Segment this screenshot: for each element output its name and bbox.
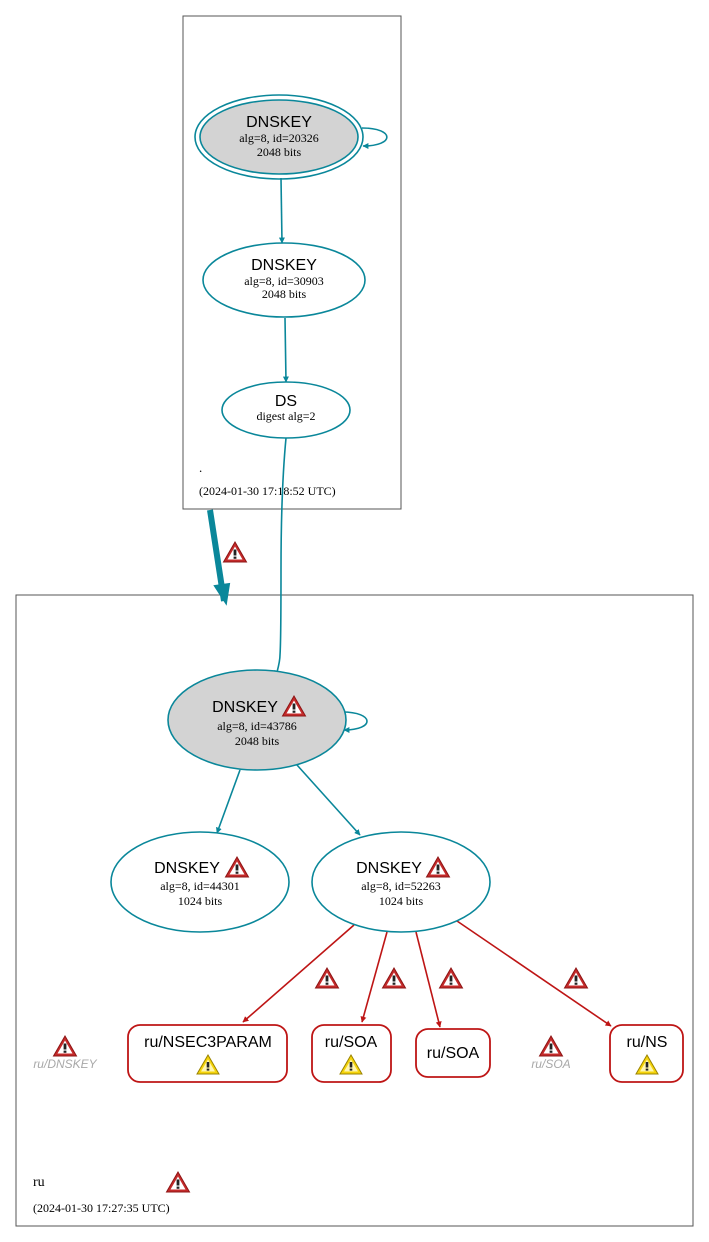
edge-ru-ksk-to-zsk1 <box>216 769 241 834</box>
node-root-zsk-title: DNSKEY <box>251 257 317 274</box>
node-ru-ksk-line2: 2048 bits <box>235 734 280 748</box>
node-root-ds-line1: digest alg=2 <box>256 409 315 423</box>
node-root-zsk-line2: 2048 bits <box>262 287 307 301</box>
node-ru-zsk2-line1: alg=8, id=52263 <box>361 879 441 893</box>
edge-zsk2-to-soa2 <box>415 931 442 1028</box>
zone-ru-box <box>15 594 694 1227</box>
edge-nsec3param-warning-icon <box>315 967 339 989</box>
zone-ru-warning-icon <box>166 1171 190 1193</box>
rrset-soa1: ru/SOA <box>311 1024 392 1083</box>
node-ru-ksk-title: DNSKEY <box>212 699 278 716</box>
edge-zsk2-to-soa1 <box>360 931 388 1023</box>
edges <box>207 127 612 1028</box>
edge-root-zsk-to-ds <box>282 317 289 383</box>
node-ru-ksk: DNSKEY alg=8, id=43786 2048 bits <box>167 669 347 771</box>
node-ru-zsk2-line2: 1024 bits <box>379 894 424 908</box>
node-ru-zsk2-title: DNSKEY <box>356 860 422 877</box>
edge-root-ksk-to-zsk <box>278 177 285 244</box>
edge-zsk2-to-nsec3param <box>242 924 355 1023</box>
rrset-ns: ru/NS <box>609 1024 684 1083</box>
ghost-ru-dnskey: ru/DNSKEY <box>33 1035 98 1071</box>
zone-ru-timestamp: (2024-01-30 17:27:35 UTC) <box>33 1201 170 1215</box>
rrset-soa2-label: ru/SOA <box>427 1045 480 1062</box>
zone-root-name: . <box>199 460 202 475</box>
node-root-zsk-line1: alg=8, id=30903 <box>244 274 324 288</box>
zone-root-box <box>182 15 402 510</box>
rrset-nsec3param: ru/NSEC3PARAM <box>127 1024 288 1083</box>
rrset-soa2: ru/SOA <box>415 1028 491 1078</box>
rrset-nsec3param-label: ru/NSEC3PARAM <box>144 1034 272 1051</box>
delegation-warning-icon <box>223 541 247 563</box>
edge-root-ksk-self <box>361 127 388 149</box>
edge-zsk2-to-ns <box>456 920 612 1027</box>
edge-ns-warning-icon <box>564 967 588 989</box>
rrset-soa1-label: ru/SOA <box>325 1034 378 1051</box>
rrset-ns-label: ru/NS <box>627 1034 668 1051</box>
node-ru-zsk1-line1: alg=8, id=44301 <box>160 879 240 893</box>
node-root-ds-title: DS <box>275 393 297 410</box>
node-root-ksk-line1: alg=8, id=20326 <box>239 131 319 145</box>
edge-soa2-warning-icon <box>439 967 463 989</box>
node-root-ksk-title: DNSKEY <box>246 114 312 131</box>
node-ru-zsk2: DNSKEY alg=8, id=52263 1024 bits <box>311 831 491 933</box>
edge-soa1-warning-icon <box>382 967 406 989</box>
ghost-ru-dnskey-warning-icon <box>53 1035 77 1057</box>
node-ru-zsk1-title: DNSKEY <box>154 860 220 877</box>
edge-delegation-head <box>213 582 231 606</box>
node-ru-zsk1-line2: 1024 bits <box>178 894 223 908</box>
edge-ru-ksk-to-zsk2 <box>296 764 361 836</box>
ghost-ru-soa-warning-icon <box>539 1035 563 1057</box>
ghost-ru-soa: ru/SOA <box>531 1035 571 1071</box>
node-root-ksk: DNSKEY alg=8, id=20326 2048 bits <box>194 94 364 180</box>
zone-ru-name: ru <box>33 1175 45 1190</box>
node-ru-ksk-line1: alg=8, id=43786 <box>217 719 297 733</box>
ghost-ru-soa-label: ru/SOA <box>531 1057 570 1071</box>
edge-ru-ksk-self <box>341 711 368 733</box>
node-root-ds: DS digest alg=2 <box>221 381 351 439</box>
ghost-ru-dnskey-label: ru/DNSKEY <box>33 1057 97 1071</box>
zone-root-timestamp: (2024-01-30 17:18:52 UTC) <box>199 484 336 498</box>
edge-ds-to-ru-ksk <box>274 437 287 677</box>
node-root-ksk-line2: 2048 bits <box>257 145 302 159</box>
node-ru-zsk1: DNSKEY alg=8, id=44301 1024 bits <box>110 831 290 933</box>
node-root-zsk: DNSKEY alg=8, id=30903 2048 bits <box>202 242 366 318</box>
